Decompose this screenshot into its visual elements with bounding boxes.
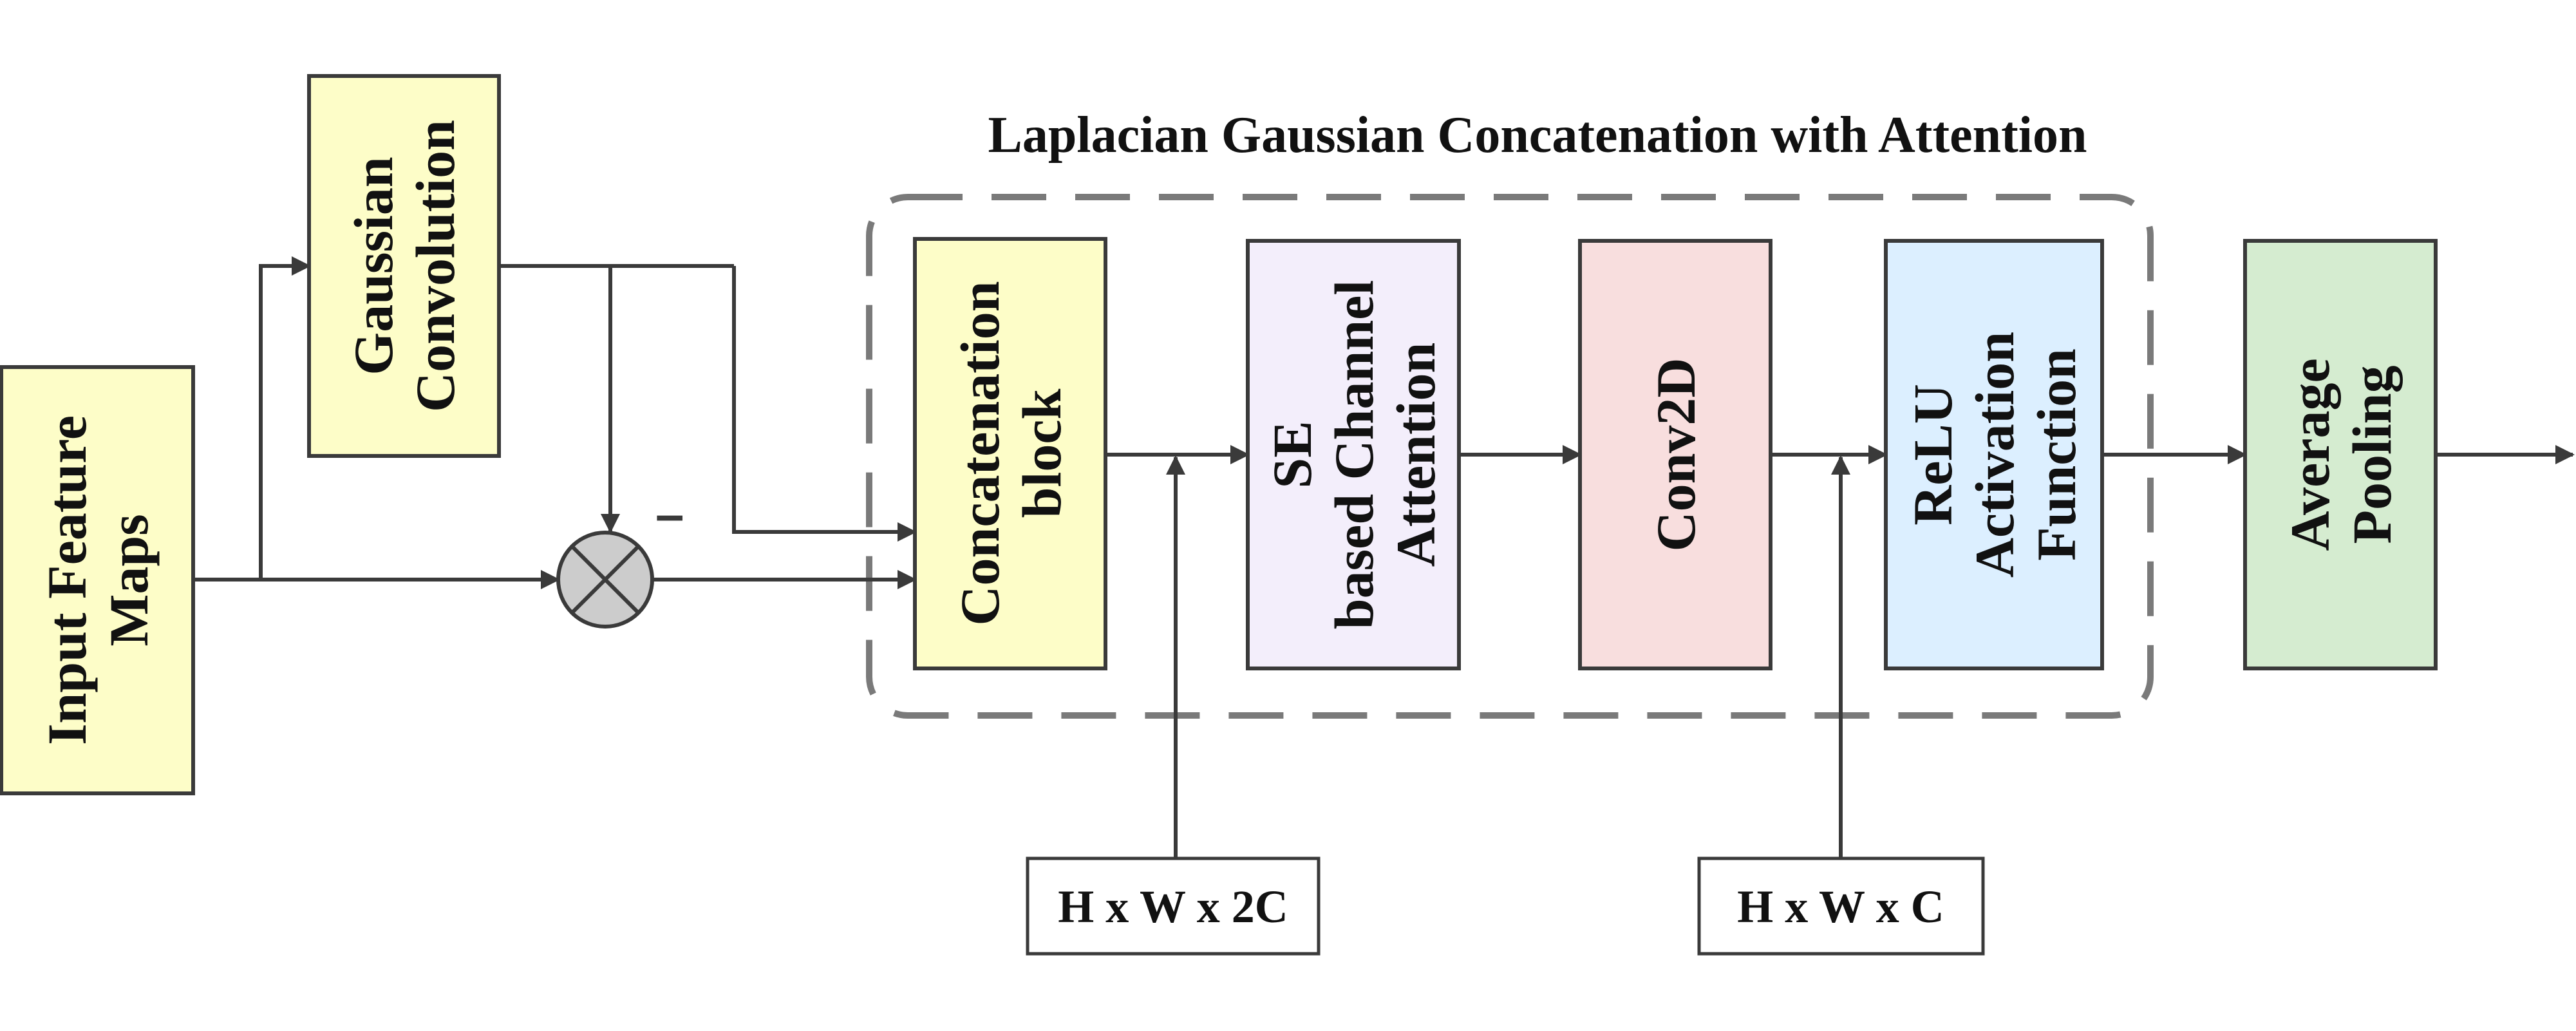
pool-label-line: Average <box>2279 358 2341 551</box>
input-label-line: Input Feature <box>36 415 98 745</box>
svg-text:ReLUActivationFunction: ReLUActivationFunction <box>1902 332 2087 578</box>
svg-text:Conv2D: Conv2D <box>1645 357 1707 551</box>
multiply-circle-icon <box>556 531 654 629</box>
svg-text:Input FeatureMaps: Input FeatureMaps <box>36 415 160 745</box>
average-pooling-block: AveragePooling <box>2243 239 2438 670</box>
input-feature-maps-block: Input FeatureMaps <box>0 365 195 795</box>
concat-label-line: Concatenation <box>949 281 1011 625</box>
svg-text:GaussianConvolution: GaussianConvolution <box>343 120 466 412</box>
relu-label-line: Activation <box>1964 332 2026 578</box>
concatenation-block: Concatenationblock <box>913 237 1107 670</box>
gaussian-label-line: Convolution <box>404 120 466 412</box>
svg-text:Concatenationblock: Concatenationblock <box>949 281 1073 625</box>
se-channel-attention-block: SEbased ChannelAttention <box>1246 239 1461 670</box>
dim-text-hwc: H x W x C <box>1737 881 1944 932</box>
svg-text:AveragePooling: AveragePooling <box>2279 358 2403 551</box>
dim-label-hw2c: H x W x 2C <box>1026 856 1321 956</box>
input-label-line: Maps <box>98 514 160 646</box>
se-label-line: Attention <box>1385 343 1447 567</box>
attention-module-border <box>866 194 2154 719</box>
concat-label-line: block <box>1011 388 1073 518</box>
conv2d-block: Conv2D <box>1578 239 1772 670</box>
relu-label-line: Function <box>2026 348 2087 561</box>
se-label-line: based Channel <box>1323 280 1385 629</box>
connectors <box>193 256 2575 858</box>
gaussian-label-line: Gaussian <box>343 156 404 375</box>
dim-label-hwc: H x W x C <box>1697 856 1985 956</box>
se-label-line: SE <box>1261 421 1323 488</box>
relu-label-line: ReLU <box>1902 384 1964 525</box>
gaussian-convolution-block: GaussianConvolution <box>307 74 501 458</box>
pool-label-line: Pooling <box>2341 365 2403 544</box>
dim-text-hw2c: H x W x 2C <box>1058 881 1288 932</box>
svg-text:SEbased ChannelAttention: SEbased ChannelAttention <box>1261 280 1447 629</box>
diagram-title: Laplacian Gaussian Concatenation with At… <box>988 107 2087 164</box>
conv-label-line: Conv2D <box>1645 357 1707 551</box>
minus-sign: – <box>655 486 684 543</box>
relu-activation-block: ReLUActivationFunction <box>1884 239 2104 670</box>
